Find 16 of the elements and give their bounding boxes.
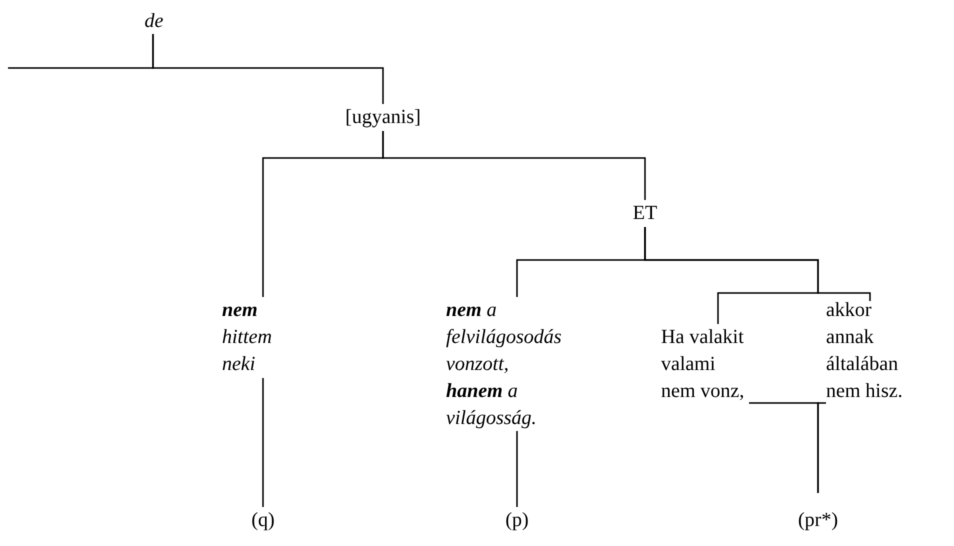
tree-line xyxy=(152,34,384,104)
tree-line xyxy=(516,431,518,507)
tree-line xyxy=(817,402,826,493)
variable-label: (p) xyxy=(494,507,540,534)
tree-line xyxy=(644,227,871,301)
connective-label: de xyxy=(138,8,170,35)
connective-label: ET xyxy=(626,200,664,227)
connective-label: [ugyanis] xyxy=(336,104,430,131)
tree-line xyxy=(382,131,646,200)
proposition-text: Ha valakit valami nem vonz, xyxy=(661,324,749,405)
variable-label: (q) xyxy=(240,507,286,534)
variable-label: (pr*) xyxy=(788,507,848,534)
tree-line xyxy=(262,378,264,507)
proposition-text: nem a felvilágosodás vonzott, hanem a világosság. xyxy=(446,297,596,432)
proposition-text: nem hittem neki xyxy=(222,297,297,378)
proposition-text: akkor annak általában nem hisz. xyxy=(826,297,906,405)
